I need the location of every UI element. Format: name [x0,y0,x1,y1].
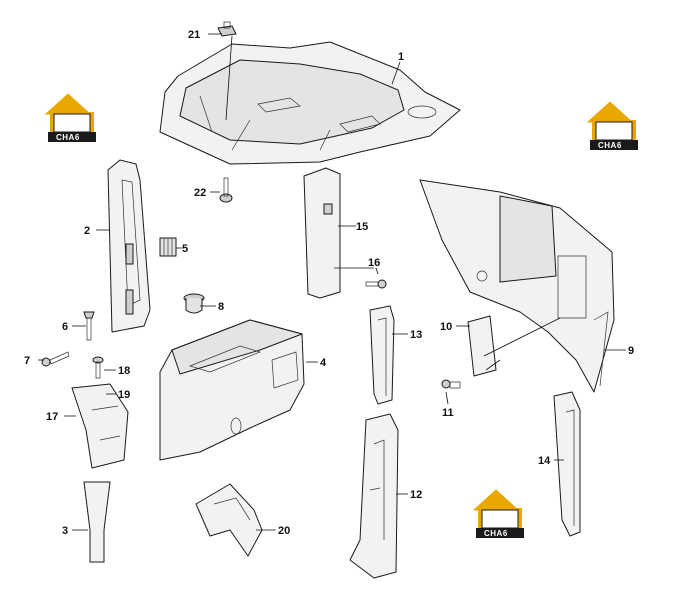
watermark-letters: H3 [488,512,507,529]
part-22-screw [219,177,233,203]
part-18-screw [92,356,104,379]
callout-17: 17 [46,411,58,423]
part-10-access-cover [467,315,497,377]
part-15-pillar-trim [303,167,341,299]
callout-18: 18 [118,365,130,377]
watermark-logo-right: H3 CHA6 [586,101,638,150]
leader-lines [38,33,626,531]
watermark-subtitle: CHA6 [484,529,508,538]
part-16-screw [365,279,387,289]
watermark-letters: H3 [602,124,621,141]
callout-6: 6 [62,321,68,333]
watermark-logo-left: H3 CHA6 [44,93,96,142]
callout-15: 15 [356,221,368,233]
callout-7: 7 [24,355,30,367]
callout-21: 21 [188,29,200,41]
callout-12: 12 [410,489,422,501]
part-5-bracket [159,237,177,257]
part-21-clip [217,21,237,37]
callout-19: 19 [118,389,130,401]
part-14-pillar-trim [553,391,581,537]
part-2-pillar-trim [107,159,151,333]
callout-3: 3 [62,525,68,537]
callout-2: 2 [84,225,90,237]
callout-10: 10 [440,321,452,333]
callout-22: 22 [194,187,206,199]
watermark-subtitle: CHA6 [56,133,80,142]
callout-4: 4 [320,357,327,369]
part-12-long-trim [349,413,399,579]
part-11-clip [441,379,461,389]
part-13-trim-strip [369,305,395,405]
part-7-screw [41,351,70,367]
callout-14: 14 [538,455,551,467]
callout-9: 9 [628,345,634,357]
callout-20: 20 [278,525,290,537]
part-9-quarter-trim [419,179,615,393]
part-20-cover [195,483,263,557]
callout-8: 8 [218,301,224,313]
watermark-letters: H3 [60,116,79,133]
callout-16: 16 [368,257,380,269]
part-3-duct [83,481,111,563]
callout-11: 11 [442,407,454,419]
callout-1: 1 [398,51,404,63]
watermark-subtitle: CHA6 [598,141,622,150]
watermark-logo-bottom: H3 CHA6 [472,489,524,538]
part-4-console-trim [159,319,305,461]
part-8-grommet [183,293,205,314]
part-6-bolt [83,311,95,341]
part-1-headliner [159,41,461,165]
part-17-duct [71,383,129,469]
callout-13: 13 [410,329,422,341]
callout-5: 5 [182,243,188,255]
